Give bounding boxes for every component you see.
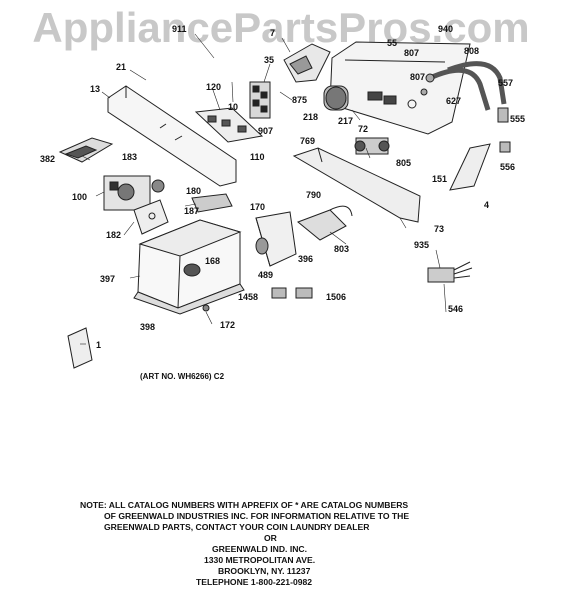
callout-805: 805 [396,158,411,168]
callout-7: 7 [270,28,275,38]
note-line: 1330 METROPOLITAN AVE. [204,555,316,565]
callout-180: 180 [186,186,201,196]
callout-556: 556 [500,162,515,172]
callout-151: 151 [432,174,447,184]
hose-clamp [420,73,435,96]
main-cabinet [133,219,245,315]
small-switch [271,287,313,299]
note-line: OF GREENWALD INDUSTRIES INC. FOR INFORMA… [104,511,410,521]
note-line: NOTE: ALL CATALOG NUMBERS WITH APREFIX O… [80,500,409,510]
support-rail [292,147,421,223]
callout-397: 397 [100,274,115,284]
side-brace [449,143,491,191]
callout-55: 55 [387,38,397,48]
inlet-hoses [428,61,507,111]
callout-396: 396 [298,254,313,264]
callout-790: 790 [306,190,321,200]
callout-489: 489 [258,270,273,280]
callout-557: 557 [498,78,513,88]
note-line: OR [264,533,277,543]
callout-4: 4 [484,200,489,210]
callout-382: 382 [40,154,55,164]
callout-182: 182 [106,230,121,240]
callout-72: 72 [358,124,368,134]
callout-875: 875 [292,95,307,105]
callout-769: 769 [300,136,315,146]
control-console [107,85,237,187]
instruction-card [191,193,233,213]
callout-807a: 807 [404,48,419,58]
callout-10: 10 [228,102,238,112]
callout-218: 218 [303,112,318,122]
callout-907: 907 [258,126,273,136]
callout-808: 808 [464,46,479,56]
callout-172: 172 [220,320,235,330]
callout-187: 187 [184,206,199,216]
callout-13: 13 [90,84,100,94]
callout-1: 1 [96,340,101,350]
note-block: NOTE: ALL CATALOG NUMBERS WITH APREFIX O… [0,500,562,588]
callout-100: 100 [72,192,87,202]
callout-120: 120 [206,82,221,92]
callout-168: 168 [205,256,220,266]
water-valve [354,137,390,155]
callout-935: 935 [414,240,429,250]
coin-plate [58,137,114,163]
callout-555: 555 [510,114,525,124]
note-line: GREENWALD IND. INC. [212,544,308,554]
leader-lines [80,33,447,345]
note-line: TELEPHONE 1-800-221-0982 [196,577,313,587]
callout-627: 627 [446,96,461,106]
selector-knob [151,179,165,193]
callout-183: 183 [122,152,137,162]
callout-546: 546 [448,304,463,314]
callout-911: 911 [172,24,187,34]
callout-1458: 1458 [238,292,258,302]
drive-motor [323,85,349,111]
door-switch [497,107,511,153]
coin-mechanism [103,175,151,211]
screw [202,304,210,312]
callout-110: 110 [250,152,265,162]
wiring-harness [427,261,473,283]
timer-block [249,81,271,119]
callout-1506: 1506 [326,292,346,302]
owner-manual [67,327,93,369]
callout-807b: 807 [410,72,425,82]
gear-switch [255,237,269,255]
callout-170: 170 [250,202,265,212]
pressure-switch [297,205,353,241]
callout-35: 35 [264,55,274,65]
callout-labels: 911 7 55 940 807 808 21 13 120 10 35 875… [40,24,525,350]
callout-398: 398 [140,322,155,332]
callout-803: 803 [334,244,349,254]
callout-940: 940 [438,24,453,34]
coin-bracket [133,199,169,235]
callout-21: 21 [116,62,126,72]
art-number: (ART NO. WH6266) C2 [140,372,225,381]
note-line: BROOKLYN, NY. 11237 [218,566,311,576]
mounting-bracket [283,43,331,83]
note-line: GREENWALD PARTS, CONTACT YOUR COIN LAUND… [104,522,370,532]
callout-217: 217 [338,116,353,126]
callout-73: 73 [434,224,444,234]
switch-plate [194,107,264,143]
